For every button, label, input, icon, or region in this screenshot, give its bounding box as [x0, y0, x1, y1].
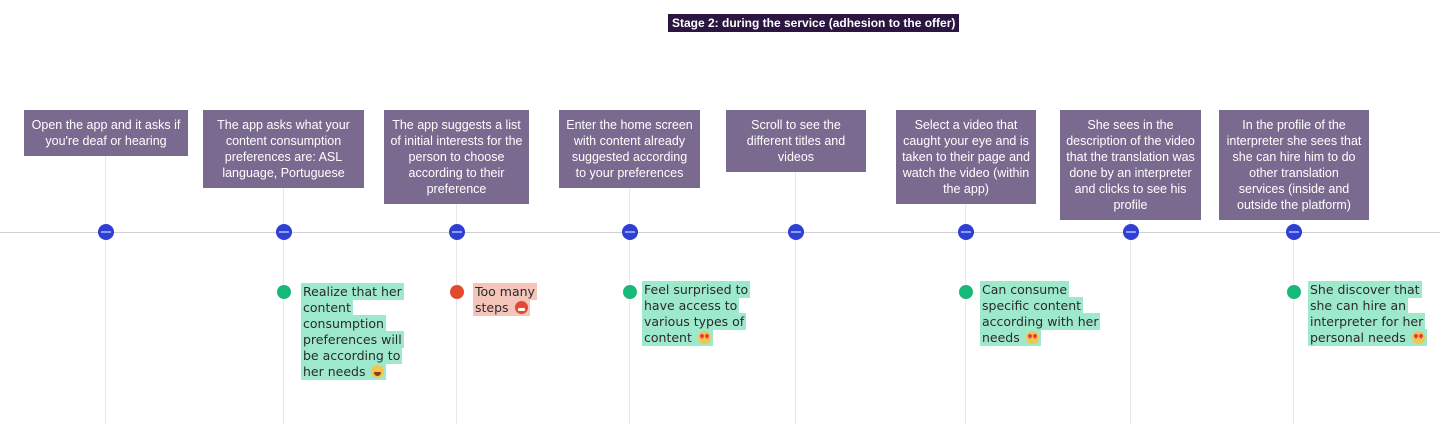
step-card: The app asks what your content consumpti…: [203, 110, 364, 188]
step-card: Open the app and it asks if you're deaf …: [24, 110, 188, 156]
step-card: She sees in the description of the video…: [1060, 110, 1201, 220]
feeling-note: Too many steps: [473, 283, 565, 316]
timeline-dot: [622, 224, 638, 240]
timeline-guide: [795, 150, 796, 424]
feeling-note: She discover that she can hire an interp…: [1308, 281, 1430, 346]
heart-eyes-icon: [697, 331, 711, 344]
timeline-guide: [105, 150, 106, 424]
feeling-text: Too many steps: [475, 284, 535, 315]
feeling-text: She discover that she can hire an interp…: [1310, 282, 1424, 345]
timeline-dot: [98, 224, 114, 240]
feeling-note: Realize that her content consumption pre…: [301, 283, 419, 380]
timeline-dot: [276, 224, 292, 240]
positive-feeling-dot: [1287, 285, 1301, 299]
feeling-note: Feel surprised to have access to various…: [642, 281, 767, 346]
positive-feeling-dot: [277, 285, 291, 299]
feeling-text: Realize that her content consumption pre…: [303, 284, 402, 379]
step-card: Scroll to see the different titles and v…: [726, 110, 866, 172]
positive-feeling-dot: [959, 285, 973, 299]
feeling-note: Can consume specific content according w…: [980, 281, 1101, 346]
step-card: The app suggests a list of initial inter…: [384, 110, 529, 204]
stage-title: Stage 2: during the service (adhesion to…: [668, 14, 960, 32]
step-card: In the profile of the interpreter she se…: [1219, 110, 1369, 220]
timeline-axis: [0, 232, 1440, 233]
heart-eyes-icon: [1025, 331, 1039, 344]
timeline-dot: [1123, 224, 1139, 240]
timeline-guide: [1130, 150, 1131, 424]
step-card: Select a video that caught your eye and …: [896, 110, 1036, 204]
positive-feeling-dot: [623, 285, 637, 299]
timeline-dot: [1286, 224, 1302, 240]
grinning-face-icon: [371, 365, 385, 378]
heart-eyes-icon: [1411, 331, 1425, 344]
step-card: Enter the home screen with content alrea…: [559, 110, 700, 188]
angry-face-icon: [514, 301, 528, 314]
timeline-dot: [449, 224, 465, 240]
feeling-text: Can consume specific content according w…: [982, 282, 1099, 345]
timeline-dot: [788, 224, 804, 240]
timeline-dot: [958, 224, 974, 240]
negative-feeling-dot: [450, 285, 464, 299]
feeling-text: Feel surprised to have access to various…: [644, 282, 749, 345]
